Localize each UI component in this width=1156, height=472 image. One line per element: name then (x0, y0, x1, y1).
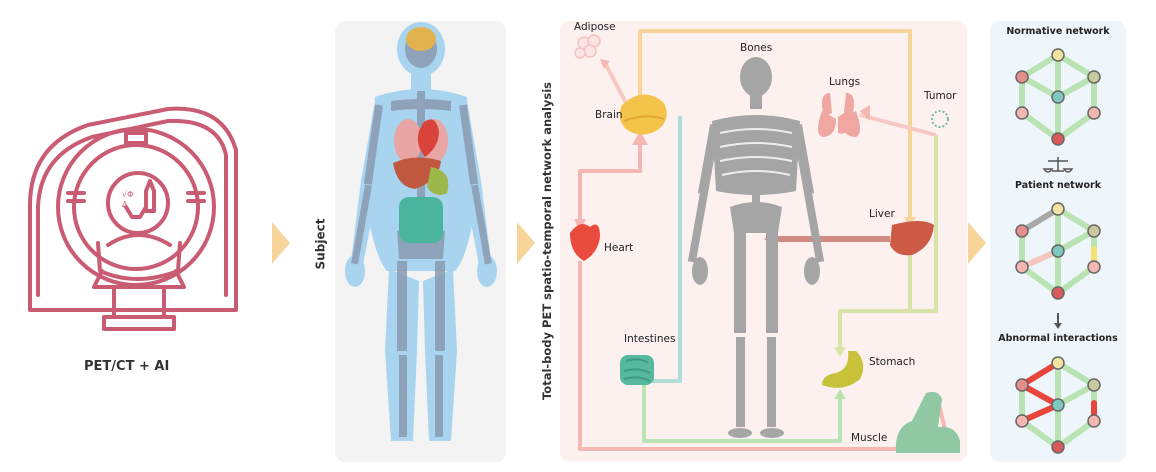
scanner-label: PET/CT + AI (84, 359, 170, 374)
patient-network-nodes (1015, 202, 1101, 300)
svg-text:√Φ: √Φ (122, 190, 133, 199)
normative-network-nodes (1015, 48, 1101, 146)
organ-label-bones: Bones (740, 42, 773, 54)
organ-label-adipose: Adipose (574, 21, 616, 33)
organ-label-lungs: Lungs (829, 76, 861, 88)
organ-label-stomach: Stomach (869, 356, 916, 368)
scale-icon (1042, 157, 1074, 173)
human-body-figure (345, 22, 497, 441)
abnormal-network-nodes (1015, 356, 1101, 454)
patient-network-title: Patient network (1014, 180, 1102, 191)
organ-label-tumor: Tumor (924, 90, 957, 102)
arrow-right-icon (272, 222, 290, 264)
organ-label-brain: Brain (595, 109, 623, 121)
organ-label-muscle: Muscle (851, 432, 888, 444)
subject-label: Subject (312, 218, 327, 270)
arrow-right-icon (968, 222, 986, 264)
svg-text:Δ: Δ (122, 200, 128, 209)
analysis-vertical-label-holder (534, 88, 558, 392)
arrow-right-icon (517, 222, 535, 264)
network-graphs (1015, 48, 1101, 454)
abnormal-interactions-title: Abnormal interactions (998, 333, 1118, 344)
organ-label-intestines: Intestines (624, 333, 676, 345)
organ-label-heart: Heart (604, 242, 634, 254)
organ-label-liver: Liver (869, 208, 895, 220)
arrow-down-icon (1054, 313, 1062, 329)
organ-network-diagram (570, 29, 960, 453)
normative-network-title: Normative network (1006, 26, 1110, 37)
pet-ct-scanner-icon: √Φ Δ (28, 106, 238, 331)
